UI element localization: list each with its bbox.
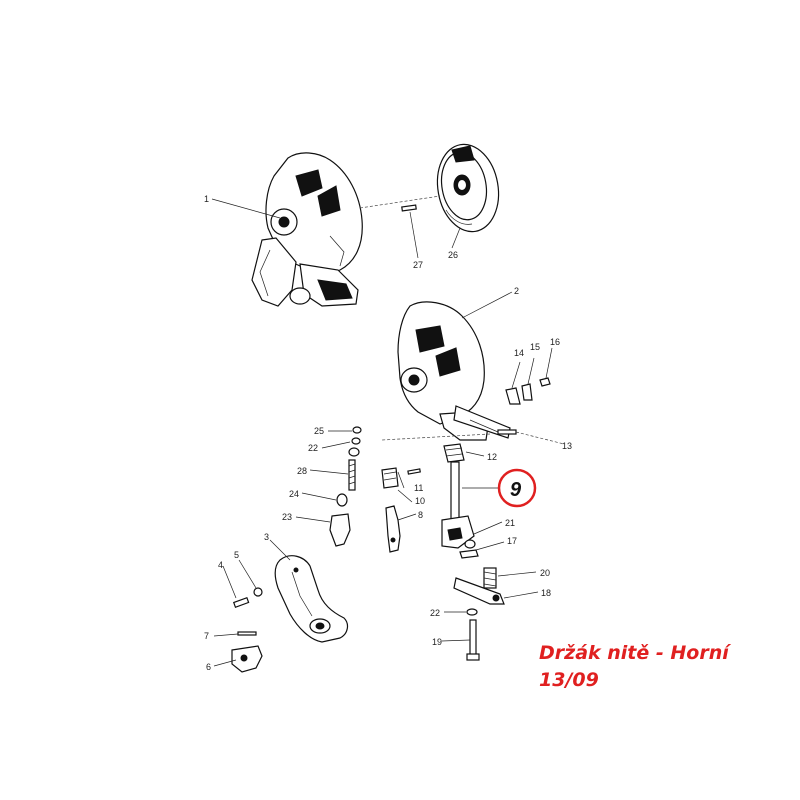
foot-plate-part [231,631,263,673]
part-label-13: 13 [562,441,572,451]
caption-code: 13/09 [539,669,599,691]
highlight-marker: 9 [497,468,537,508]
part-label-19: 19 [432,637,442,647]
part-label-21: 21 [505,518,515,528]
part-label-22-upper: 22 [308,443,318,453]
lever-part [385,505,401,553]
pin-part-13 [497,429,517,435]
pin-part [401,204,417,212]
part-label-23: 23 [282,512,292,522]
highlight-circle [497,468,537,508]
caption: Držák nitě - Horní 13/09 [539,640,729,694]
spring-part [483,567,497,589]
part-label-25: 25 [314,426,324,436]
part-label-5: 5 [234,550,239,560]
part-label-26: 26 [448,250,458,260]
part-label-14: 14 [514,348,524,358]
caption-title: Držák nitě - Horní [539,642,729,664]
part-label-7: 7 [204,631,209,641]
part-label-3: 3 [264,532,269,542]
part-label-12: 12 [487,452,497,462]
part-label-15: 15 [530,342,540,352]
part-label-1: 1 [204,194,209,204]
part-label-18: 18 [541,588,551,598]
middle-housing-part [397,301,511,441]
screw-stack-parts [329,426,362,547]
part-label-2: 2 [514,286,519,296]
part-label-17: 17 [507,536,517,546]
washer-screw-parts [466,608,480,661]
part-label-6: 6 [206,662,211,672]
highlighted-part-number: 9 [510,479,522,501]
part-label-11: 11 [414,483,423,493]
part-label-10: 10 [415,496,425,506]
thread-holder-shaft-assembly [441,443,479,559]
part-label-4: 4 [218,560,223,570]
part-label-22-lower: 22 [430,608,440,618]
part-label-24: 24 [289,489,299,499]
screw-part [232,587,263,608]
leader-lines [211,195,565,667]
lever-arm-part [453,577,505,605]
part-label-28: 28 [297,466,307,476]
bracket-part [274,555,349,643]
gear-part [381,467,421,489]
upper-housing-part [251,152,363,307]
part-label-27: 27 [413,260,423,270]
part-label-16: 16 [550,337,560,347]
small-clip-parts [505,377,551,405]
cover-disc-part [436,143,500,233]
part-label-20: 20 [540,568,550,578]
part-label-8: 8 [418,510,423,520]
part-labels: 1 2 3 4 5 6 7 8 10 11 12 13 14 15 16 17 … [204,194,572,672]
